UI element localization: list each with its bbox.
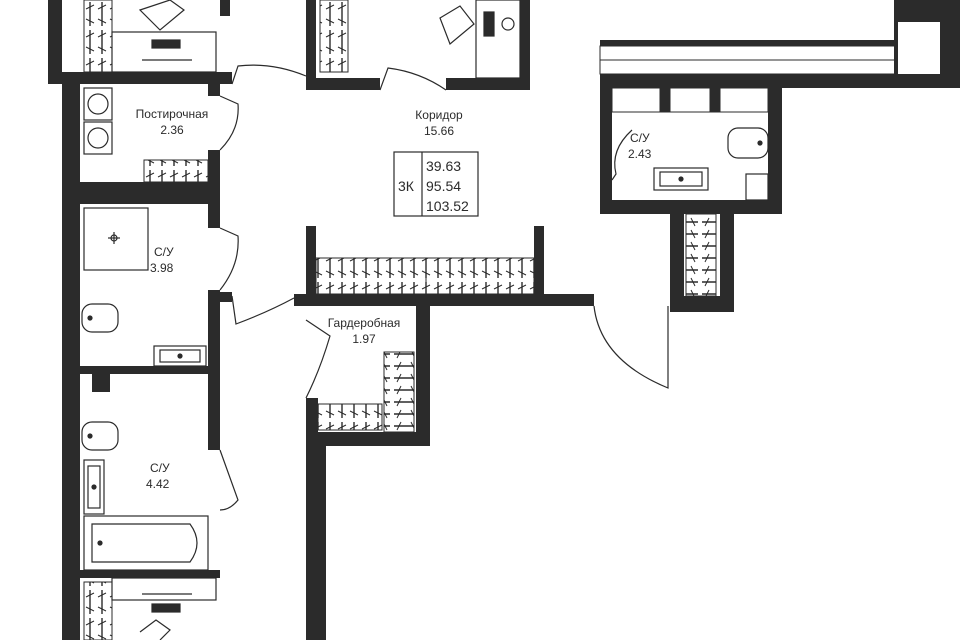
bath-low-name: С/У — [150, 461, 170, 475]
wardrobe-area: 1.97 — [352, 332, 376, 346]
corridor-name: Коридор — [415, 108, 463, 122]
summary-frame — [393, 151, 479, 217]
window-strip — [599, 45, 897, 113]
walls — [48, 0, 960, 640]
pantry-name: Постирочная — [136, 107, 209, 121]
summary-total-area: 95.54 — [426, 178, 461, 194]
summary-type: 3К — [398, 178, 415, 194]
doors — [219, 64, 669, 511]
area-summary: 3К 39.63 95.54 103.52 — [393, 151, 479, 217]
bath-low-area: 4.42 — [146, 477, 170, 491]
bath-right-area: 2.43 — [628, 147, 652, 161]
pantry-area: 2.36 — [160, 123, 184, 137]
fixtures — [81, 0, 769, 640]
corridor-area: 15.66 — [424, 124, 454, 138]
wardrobe-name: Гардеробная — [328, 316, 401, 330]
wardrobe-units — [83, 0, 717, 640]
room-labels: Постирочная 2.36 Коридор 15.66 С/У 2.43 … — [136, 107, 652, 491]
summary-living-area: 39.63 — [426, 158, 461, 174]
bath-mid-name: С/У — [154, 245, 174, 259]
bath-right-name: С/У — [630, 131, 650, 145]
summary-full-area: 103.52 — [426, 198, 469, 214]
bath-mid-area: 3.98 — [150, 261, 174, 275]
